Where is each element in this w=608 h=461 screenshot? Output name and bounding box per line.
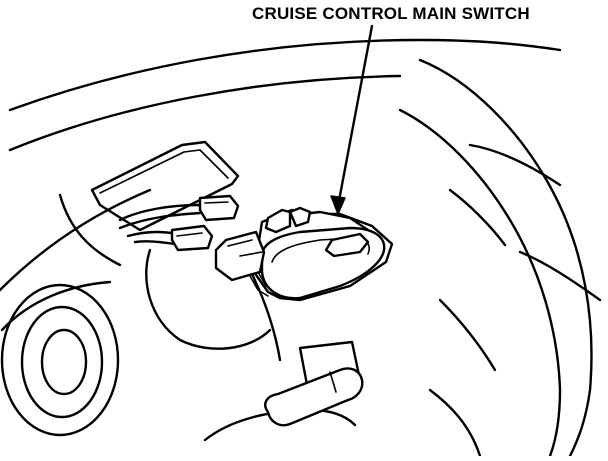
dashboard-top-edge (8, 38, 562, 152)
harness-opening (90, 140, 240, 232)
cruise-control-main-switch-label: CRUISE CONTROL MAIN SWITCH (252, 4, 530, 23)
switch-side-connectors (214, 230, 269, 297)
cruise-switch-button (324, 232, 370, 258)
steering-wheel (398, 58, 602, 458)
instrument-dial (0, 283, 120, 437)
turn-signal-lever (264, 340, 364, 427)
connector-upper (198, 194, 240, 222)
connector-lower (170, 224, 214, 252)
switch-top-tabs (264, 206, 312, 234)
column-shroud (145, 248, 272, 350)
callout-arrow (330, 24, 374, 215)
